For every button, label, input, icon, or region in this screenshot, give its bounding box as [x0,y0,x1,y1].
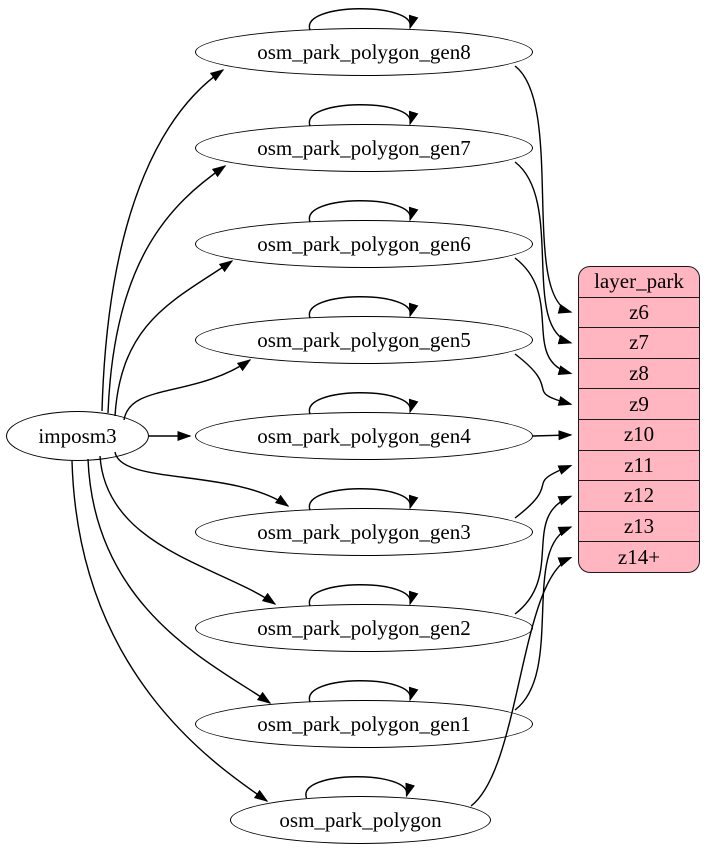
node-osm-park-polygon-gen5: osm_park_polygon_gen5 [195,316,533,364]
layer-row-z14plus: z14+ [579,541,699,572]
self-loop-osm_park_polygon_gen2 [309,584,419,607]
node-label: osm_park_polygon [279,807,442,832]
node-label: osm_park_polygon_gen8 [257,39,471,64]
self-loop-osm_park_polygon_gen1 [309,680,419,703]
edge-source-to-osm_park_polygon_gen5 [123,359,252,421]
edge-osm_park_polygon_gen8-to-z6 [514,65,573,314]
layer-row-z10: z10 [579,418,699,450]
layer-row-z13: z13 [579,510,699,542]
layer-row-z7: z7 [579,327,699,358]
edge-osm_park_polygon_gen1-to-z13 [514,526,573,711]
node-osm-park-polygon-gen2: osm_park_polygon_gen2 [195,604,533,652]
layer-row-z6: z6 [579,296,699,328]
node-label: osm_park_polygon_gen2 [257,615,471,640]
node-layer-park: layer_park z6 z7 z8 z9 z10 z11 z12 z13 z… [578,266,700,573]
self-loop-osm_park_polygon [305,776,415,799]
node-label: osm_park_polygon_gen1 [257,711,471,736]
edge-source-to-osm_park_polygon_gen7 [107,165,227,414]
node-osm-park-polygon-gen8: osm_park_polygon_gen8 [195,28,533,76]
self-loop-osm_park_polygon_gen5 [309,296,419,319]
node-imposm3: imposm3 [6,411,149,461]
node-imposm3-label: imposm3 [38,423,117,448]
edge-osm_park_polygon-to-z14+ [470,556,573,807]
node-osm-park-polygon-gen6: osm_park_polygon_gen6 [195,220,533,268]
layer-row-z8: z8 [579,357,699,389]
node-osm-park-polygon: osm_park_polygon [230,796,491,844]
edge-osm_park_polygon_gen3-to-z11 [514,464,573,519]
edge-osm_park_polygon_gen5-to-z9 [514,353,573,406]
edge-source-to-osm_park_polygon_gen3 [114,451,290,507]
node-label: osm_park_polygon_gen4 [257,423,471,448]
self-loop-osm_park_polygon_gen6 [309,200,419,223]
edge-osm_park_polygon_gen7-to-z7 [514,161,573,345]
node-osm-park-polygon-gen4: osm_park_polygon_gen4 [195,412,533,460]
node-osm-park-polygon-gen7: osm_park_polygon_gen7 [195,124,533,172]
edge-source-to-osm_park_polygon_gen1 [87,458,272,704]
layer-row-z11: z11 [579,449,699,481]
edge-osm_park_polygon_gen2-to-z12 [514,495,573,615]
self-loop-osm_park_polygon_gen3 [309,488,419,511]
edge-osm_park_polygon_gen4-to-z10 [532,430,573,441]
node-label: osm_park_polygon_gen5 [257,327,471,352]
self-loop-osm_park_polygon_gen7 [309,104,419,127]
node-label: osm_park_polygon_gen6 [257,231,471,256]
self-loop-osm_park_polygon_gen4 [309,392,419,415]
layer-row-z12: z12 [579,480,699,511]
node-osm-park-polygon-gen3: osm_park_polygon_gen3 [195,508,533,556]
edge-osm_park_polygon_gen6-to-z8 [514,257,573,375]
node-label: osm_park_polygon_gen3 [257,519,471,544]
layer-park-title: layer_park [594,269,684,294]
node-osm-park-polygon-gen1: osm_park_polygon_gen1 [195,700,533,748]
layer-row-z9: z9 [579,388,699,419]
node-label: osm_park_polygon_gen7 [257,135,471,160]
self-loop-osm_park_polygon_gen8 [309,8,419,31]
